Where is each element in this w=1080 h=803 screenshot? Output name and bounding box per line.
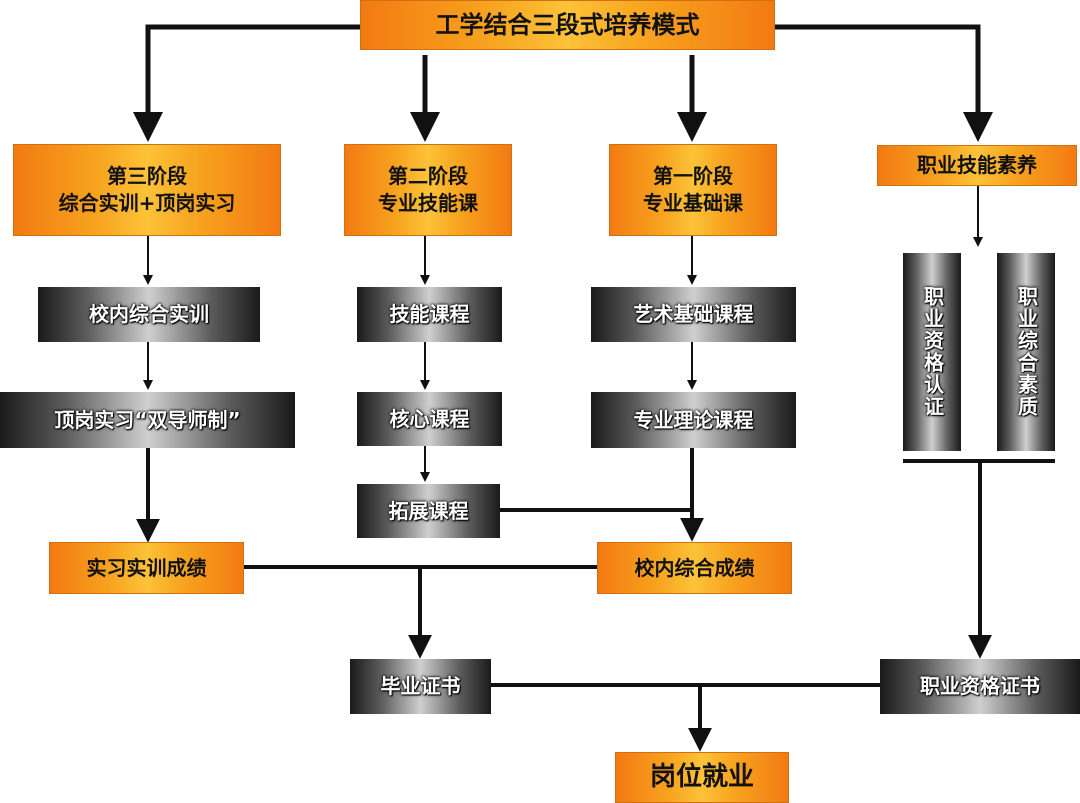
col1-dual-mentor: 顶岗实习“双导师制” [0, 392, 295, 448]
internship-score-text: 实习实训成绩 [86, 555, 207, 580]
qualification-cert-label: 职业资格证书 [920, 674, 1040, 698]
stage3-title: 第三阶段 [107, 164, 187, 188]
col3-theory-course: 专业理论课程 [591, 392, 796, 448]
skills-text: 职业技能素养 [917, 153, 1037, 177]
col3-theory-course-label: 专业理论课程 [633, 407, 754, 432]
stage1-box: 第一阶段 专业基础课 [609, 144, 777, 236]
graduation-cert-box: 毕业证书 [350, 659, 491, 714]
employment-box: 岗位就业 [615, 752, 789, 803]
stage3-subtitle: 综合实训+顶岗实习 [58, 191, 236, 215]
stage2-subtitle: 专业技能课 [378, 191, 478, 215]
stage1-title: 第一阶段 [653, 164, 733, 188]
arrow-title-to-skills [775, 24, 993, 142]
stage3-box: 第三阶段 综合实训+顶岗实习 [13, 144, 281, 236]
arrow-title-to-stage3 [133, 24, 360, 142]
col2-skill-course-label: 技能课程 [389, 302, 470, 326]
title-box: 工学结合三段式培养模式 [360, 0, 775, 50]
col4-overall-quality: 职业综合素质 [997, 253, 1055, 451]
skills-box: 职业技能素养 [877, 145, 1077, 186]
col4-qualification-cert: 职业资格认证 [903, 253, 961, 451]
col2-core-course-label: 核心课程 [389, 406, 470, 431]
col2-extended-course: 拓展课程 [357, 484, 500, 538]
stage2-title: 第二阶段 [388, 164, 468, 188]
col1-campus-training: 校内综合实训 [38, 287, 260, 342]
col1-campus-training-label: 校内综合实训 [89, 302, 209, 326]
col4-qualification-cert-label: 职业资格认证 [920, 286, 945, 418]
col3-art-basics-label: 艺术基础课程 [633, 302, 754, 326]
campus-score-box: 校内综合成绩 [597, 542, 792, 594]
col2-extended-course-label: 拓展课程 [388, 498, 469, 523]
campus-score-text: 校内综合成绩 [634, 555, 755, 580]
col4-bracket-line [903, 459, 1055, 463]
col4-overall-quality-label: 职业综合素质 [1014, 286, 1039, 418]
title-text: 工学结合三段式培养模式 [435, 10, 700, 39]
col3-art-basics: 艺术基础课程 [591, 287, 796, 342]
stage1-subtitle: 专业基础课 [643, 191, 743, 215]
employment-text: 岗位就业 [649, 761, 754, 792]
internship-score-box: 实习实训成绩 [49, 542, 244, 594]
col2-core-course: 核心课程 [357, 392, 502, 446]
col1-dual-mentor-label: 顶岗实习“双导师制” [54, 407, 241, 432]
graduation-cert-label: 毕业证书 [380, 674, 461, 698]
col2-skill-course: 技能课程 [357, 287, 502, 342]
stage2-box: 第二阶段 专业技能课 [344, 144, 512, 236]
qualification-cert-box: 职业资格证书 [880, 659, 1080, 714]
